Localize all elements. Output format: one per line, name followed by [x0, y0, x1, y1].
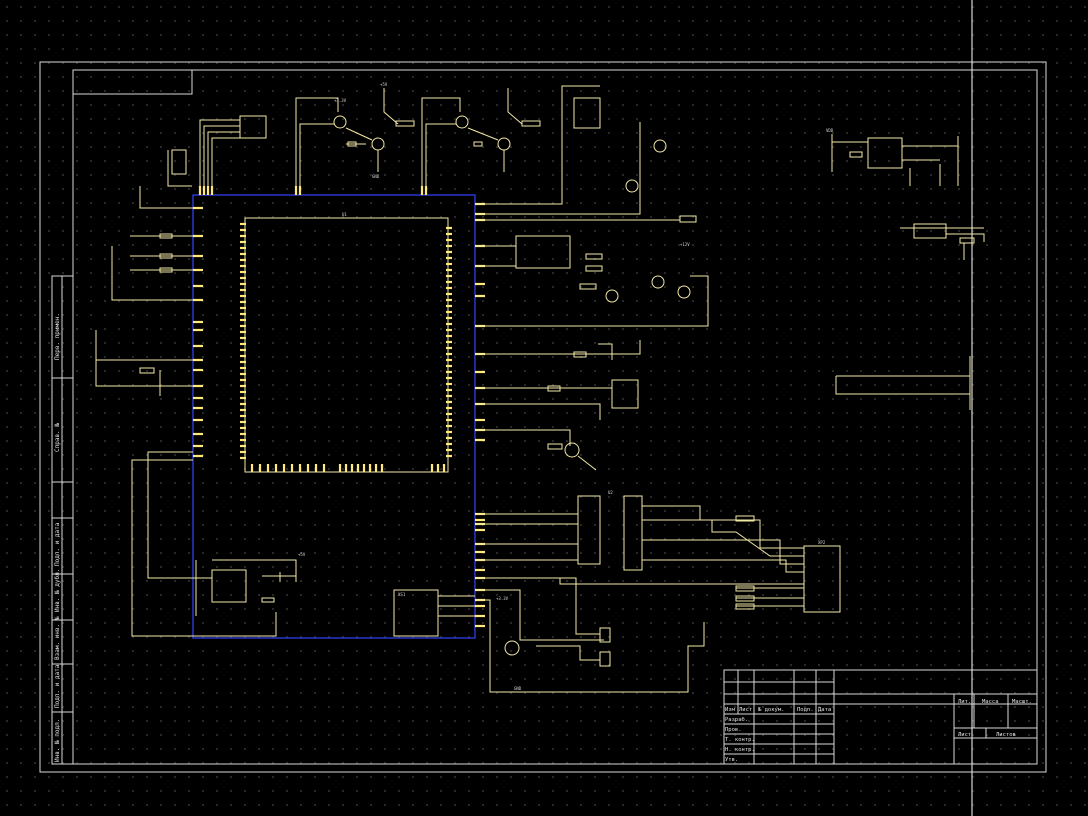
tb-n-kontr: Н. контр. [725, 747, 755, 753]
mcu-right-pins [446, 202, 485, 628]
right-regulator-circuit-2 [900, 223, 985, 260]
mcu-u1[interactable]: U1 [192, 194, 476, 639]
tb-utv: Утв. [725, 757, 738, 763]
tb-prov: Пров. [725, 727, 742, 733]
stamp-vzam-inv: Взам. инв. № [54, 616, 61, 660]
tb-sheets: Листов [996, 732, 1016, 738]
tb-razrab: Разраб. [725, 716, 748, 723]
stamp-podp-data-1: Подп. и дата [54, 522, 61, 566]
stamp-inv-dubl: Инв. № дубл. [54, 569, 61, 612]
tb-no-dokum: № докум. [758, 707, 785, 713]
tb-list: Лист [739, 707, 752, 713]
left-resistor-network [95, 233, 193, 396]
top-left-connector-xp1 [139, 115, 267, 209]
net-label-3v3-2: +3.3V [496, 596, 509, 601]
right-upper-circuits [475, 85, 709, 327]
mcu-left-pins [193, 206, 246, 460]
top-driver-circuit-2 [421, 88, 541, 186]
sheet-outer-border [39, 61, 1047, 773]
mcu-top-pins [198, 186, 428, 195]
right-middle-circuits [475, 340, 641, 471]
right-regulator-circuit-1 [831, 134, 959, 186]
sheet-inner-border [72, 69, 1038, 765]
tb-data: Дата [818, 707, 831, 713]
net-label-5v-1: +5V [380, 82, 388, 87]
tb-podp: Подп. [797, 707, 814, 713]
xp2-label: XP2 [818, 540, 826, 545]
mcu-bottom-pins [250, 464, 446, 472]
mcu-label: U1 [342, 212, 347, 217]
net-label-vdd: VDD [826, 128, 834, 133]
top-left-stamp-box [72, 69, 193, 95]
net-label-gnd-1: GND [372, 174, 380, 179]
tb-lit: Лит. [958, 699, 971, 705]
stamp-sprav-no: Справ. № [54, 423, 61, 452]
bottom-xs1-area: XS1 [393, 577, 705, 693]
xs1-label: XS1 [398, 592, 406, 597]
top-driver-circuit-1 [295, 88, 415, 186]
tb-sheet: Лист [958, 732, 971, 738]
u2-label: U2 [608, 490, 613, 495]
net-label-12v: +12V [680, 242, 690, 247]
side-stamp: Перв. примен. Справ. № Подп. и дата Инв.… [51, 275, 74, 765]
net-label-5v-2: +5V [298, 552, 306, 557]
tb-massa: Масса [982, 699, 999, 705]
tb-izm: Изм [725, 707, 736, 713]
u2-and-connector-area: U2 XP2 [475, 490, 841, 613]
net-label-3v3-1: +3.3V [334, 98, 347, 103]
title-block: Изм Лист № докум. Подп. Дата Разраб. Про… [723, 669, 1038, 765]
tb-masshtab: Масшт. [1012, 699, 1032, 705]
stamp-perv-primen: Перв. примен. [54, 313, 61, 360]
stamp-podp-data-2: Подп. и дата [54, 664, 61, 708]
stamp-inv-podl: Инв. № подл. [54, 719, 61, 762]
right-led-array [835, 356, 971, 410]
tb-t-kontr: Т. контр. [725, 737, 755, 743]
net-label-gnd-2: GND [514, 686, 522, 691]
power-supply-circuit [131, 451, 297, 637]
